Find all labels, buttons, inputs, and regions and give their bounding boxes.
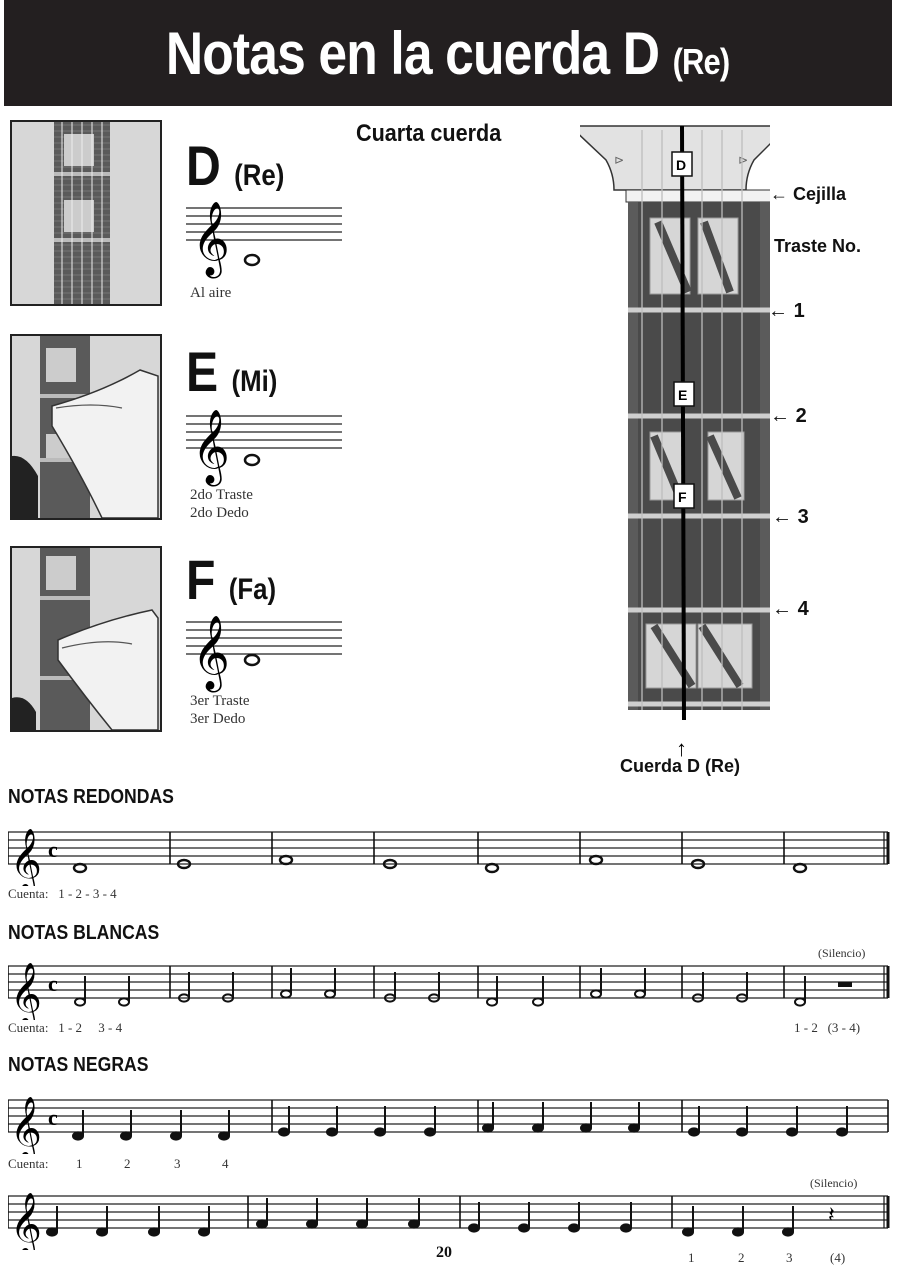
page-title: Notas en la cuerda D (Re) — [166, 20, 731, 87]
treble-clef-icon: 𝄞 — [10, 1192, 42, 1250]
end-beat-2: 2 — [738, 1250, 745, 1265]
quarter-notes — [46, 1198, 794, 1237]
fret-number-2: ← 2 — [770, 405, 807, 427]
staff-half-notes: 𝄞 c — [8, 962, 890, 1020]
time-signature: c — [48, 971, 58, 996]
end-beat-1: 1 — [688, 1250, 695, 1265]
staff-note-d: 𝄞 — [186, 202, 342, 279]
d-string-highlight — [680, 125, 686, 721]
silence-label-quarter: (Silencio) — [810, 1176, 858, 1190]
treble-clef-icon: 𝄞 — [192, 410, 230, 487]
staff-whole-notes: 𝄞 c — [8, 828, 890, 886]
count-whole-notes: Cuenta: 1 - 2 - 3 - 4 — [8, 886, 117, 901]
count-half-notes: Cuenta: 1 - 2 3 - 4 — [8, 1020, 123, 1035]
section-whole-notes-label: NOTAS REDONDAS — [8, 786, 174, 808]
fret-number-4: ← 4 — [772, 598, 809, 620]
note-d-caption: Al aire — [190, 285, 232, 301]
page-number: 20 — [436, 1244, 452, 1261]
quarter-notes — [72, 1102, 848, 1141]
end-beat-3: 3 — [786, 1250, 793, 1265]
fretboard-title: Cuarta cuerda — [356, 120, 502, 147]
fret-number-1: ← 1 — [768, 300, 805, 322]
photo-third-fret — [10, 546, 162, 732]
staff-note-f: 𝄞 — [186, 616, 342, 693]
svg-text:F: F — [678, 489, 687, 505]
photo-open-string — [10, 120, 162, 306]
note-d-letter: D — [186, 134, 221, 197]
note-e-solfege: (Mi) — [231, 365, 278, 398]
note-e-label: E (Mi) — [186, 344, 277, 410]
time-signature: c — [48, 837, 58, 862]
whole-note-icon — [243, 453, 261, 467]
count-beat-1: 1 — [76, 1156, 83, 1171]
count-beat-4: 4 — [222, 1156, 229, 1171]
fret-heading: Traste No. — [774, 236, 862, 256]
arrow-up-icon: ↑ — [676, 736, 687, 760]
photo-second-fret — [10, 334, 162, 520]
note-d-solfege: (Re) — [234, 159, 285, 192]
count-half-notes-end: 1 - 2 (3 - 4) — [794, 1020, 861, 1035]
whole-note-icon — [243, 653, 261, 667]
staff-note-e: 𝄞 — [186, 410, 342, 487]
quarter-rest-icon: 𝄽 — [828, 1203, 835, 1228]
staff-quarter-notes-1: 𝄞 c — [8, 1096, 889, 1154]
note-f-label: F (Fa) — [186, 552, 276, 618]
half-rest-icon — [838, 982, 852, 987]
whole-notes — [72, 854, 808, 874]
treble-clef-icon: 𝄞 — [10, 1096, 42, 1154]
end-beat-4: (4) — [830, 1250, 846, 1265]
note-f-solfege: (Fa) — [228, 573, 277, 606]
page-title-solfege: (Re) — [672, 41, 731, 82]
treble-clef-icon: 𝄞 — [10, 962, 42, 1020]
count-beat-3: 3 — [174, 1156, 181, 1171]
treble-clef-icon: 𝄞 — [192, 616, 230, 693]
tuner-icon: ⊳ — [738, 153, 748, 167]
staff-quarter-notes-2: 𝄞 𝄽 — [8, 1192, 890, 1250]
string-label: Cuerda D (Re) — [620, 756, 741, 776]
marker-f: F — [673, 483, 695, 509]
page-header: Notas en la cuerda D (Re) — [4, 0, 892, 106]
svg-text:E: E — [678, 387, 687, 403]
section-quarter-notes-label: NOTAS NEGRAS — [8, 1054, 149, 1076]
tuner-icon: ⊳ — [614, 153, 624, 167]
fret-number-3: ← 3 — [772, 506, 809, 528]
svg-text:D: D — [676, 157, 686, 173]
whole-note-icon — [243, 253, 261, 267]
marker-d: D — [671, 151, 693, 177]
note-d-label: D (Re) — [186, 138, 284, 204]
marker-e: E — [673, 381, 695, 407]
nut-label: ← Cejilla — [770, 184, 847, 204]
time-signature: c — [48, 1105, 58, 1130]
note-e-letter: E — [186, 340, 219, 403]
note-f-letter: F — [186, 548, 216, 611]
count-beat-2: 2 — [124, 1156, 131, 1171]
count-quarter-notes: Cuenta: — [8, 1156, 49, 1171]
treble-clef-icon: 𝄞 — [192, 202, 230, 279]
section-half-notes-label: NOTAS BLANCAS — [8, 922, 160, 944]
half-notes — [74, 968, 806, 1007]
treble-clef-icon: 𝄞 — [10, 828, 42, 886]
fretboard-diagram: ⊳ ⊳ D E — [580, 125, 770, 760]
silence-label-half: (Silencio) — [818, 946, 866, 960]
